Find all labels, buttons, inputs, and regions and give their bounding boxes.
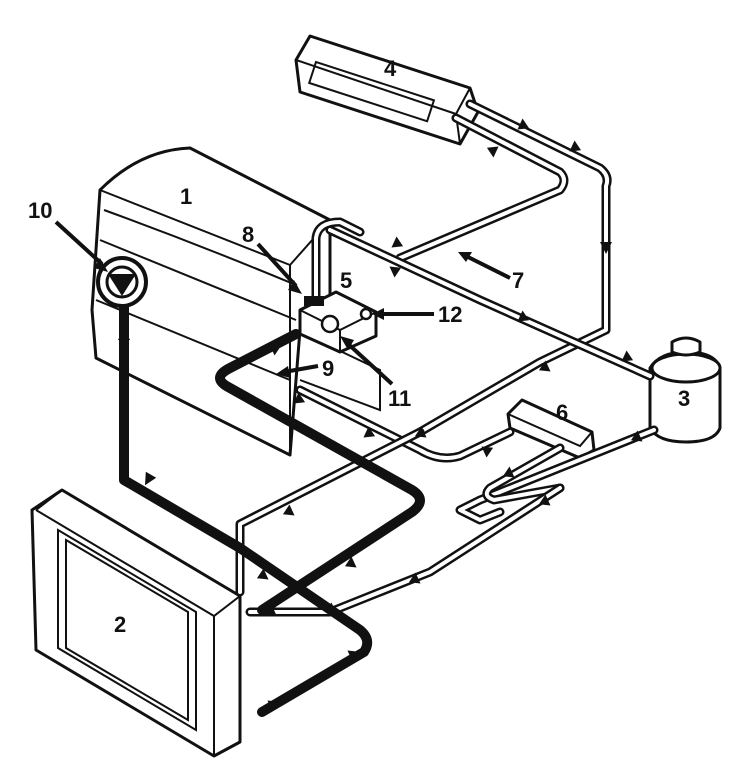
flow-arrows — [118, 118, 643, 712]
label-7: 7 — [512, 268, 524, 293]
label-9: 9 — [322, 356, 334, 381]
expansion-tank — [648, 336, 722, 444]
water-pump — [96, 256, 148, 308]
leader-lines — [54, 220, 511, 386]
label-heater-core: 4 — [384, 56, 397, 81]
label-thermostat-housing: 5 — [340, 268, 352, 293]
engine-block — [90, 146, 381, 457]
label-throttle-body-heater: 6 — [556, 400, 568, 425]
label-expansion-tank: 3 — [678, 386, 690, 411]
label-12: 12 — [438, 302, 462, 327]
label-8: 8 — [242, 222, 254, 247]
label-water-pump: 10 — [28, 198, 52, 223]
label-11: 11 — [388, 386, 411, 411]
radiator — [30, 488, 242, 758]
main-coolant-hoses — [119, 287, 425, 717]
thermostat-housing — [298, 290, 378, 354]
label-engine: 1 — [180, 184, 192, 209]
heater-core — [294, 34, 480, 146]
callout-labels: 1 2 3 4 5 6 7 8 9 10 11 12 — [28, 56, 690, 637]
coolant-hoses — [235, 99, 659, 617]
label-radiator: 2 — [114, 612, 126, 637]
